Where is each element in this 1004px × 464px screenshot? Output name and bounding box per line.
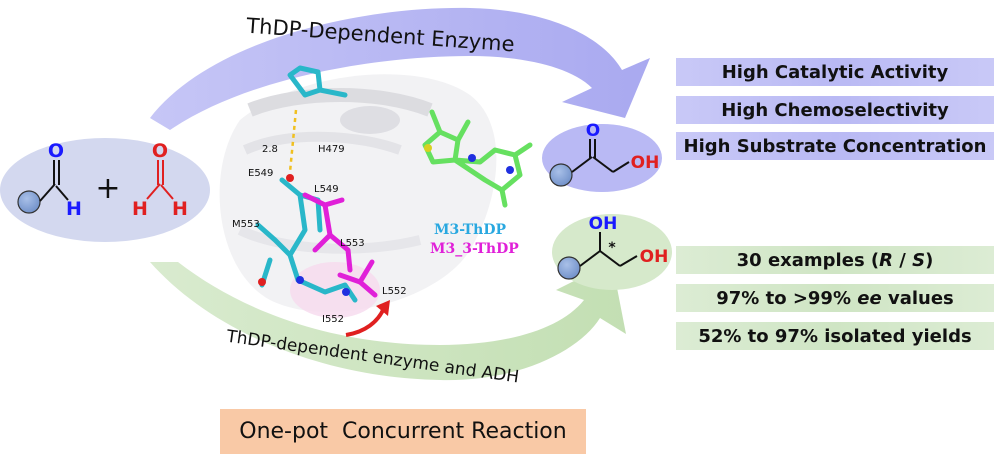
examples-slash: / [893, 249, 913, 271]
feature-chemoselectivity: High Chemoselectivity [676, 96, 994, 124]
product-bead-top [549, 163, 573, 187]
formaldehyde-hydrogen-left: H [132, 198, 148, 220]
plus-sign: + [95, 171, 120, 206]
aldehyde-oxygen: O [48, 140, 64, 162]
residue-H479: H479 [318, 144, 345, 155]
feature-substrate-concentration: High Substrate Concentration [676, 132, 994, 160]
residue-M553: M553 [232, 219, 260, 230]
bond [160, 184, 174, 200]
ee-prefix: 97% to >99% [716, 287, 858, 309]
ee-suffix: values [881, 287, 954, 309]
top-arc-arrow [150, 7, 650, 130]
legend-m3-3-thdp: M3_3-ThDP [430, 241, 519, 257]
residue-L552: L552 [382, 286, 407, 297]
ketone-skeleton [571, 139, 630, 173]
formaldehyde-oxygen: O [152, 140, 168, 162]
examples-prefix: 30 examples ( [736, 249, 880, 271]
examples-s: S [912, 249, 926, 271]
stereocenter-star: * [608, 240, 616, 256]
feature-catalytic-activity: High Catalytic Activity [676, 58, 994, 86]
bond [55, 185, 69, 201]
ee-italic: ee [857, 287, 882, 309]
enzyme-active-site [219, 65, 533, 337]
residue-E549: E549 [248, 168, 273, 179]
bond [146, 183, 161, 200]
formaldehyde-hydrogen-right: H [172, 198, 188, 220]
reaction-type-box: One-pot Concurrent Reaction [220, 409, 586, 454]
reactant-bead [17, 190, 41, 214]
bond [39, 183, 56, 202]
examples-r: R [879, 249, 894, 271]
diol-skeleton [579, 232, 638, 267]
diol-hydroxyl-top: OH [589, 214, 618, 234]
examples-suffix: ) [925, 249, 934, 271]
bottom-arc-arrow [150, 262, 626, 381]
feature-examples: 30 examples ( R / S ) [676, 246, 994, 274]
product-bead-bottom [557, 256, 581, 280]
aldehyde-hydrogen: H [66, 198, 82, 220]
residue-I552: I552 [322, 314, 344, 325]
ketone-hydroxyl: OH [631, 153, 660, 173]
ketone-oxygen: O [586, 121, 600, 141]
product-ellipse-bottom [552, 214, 672, 290]
reaction-type-label: One-pot Concurrent Reaction [239, 419, 567, 444]
legend-m3-thdp: M3-ThDP [434, 222, 506, 238]
feature-yields: 52% to 97% isolated yields [676, 322, 994, 350]
distance-label: 2.8 [262, 144, 278, 155]
residue-L553: L553 [340, 238, 365, 249]
residue-L549: L549 [314, 184, 339, 195]
feature-ee: 97% to >99% ee values [676, 284, 994, 312]
diol-hydroxyl-end: OH [640, 247, 669, 267]
